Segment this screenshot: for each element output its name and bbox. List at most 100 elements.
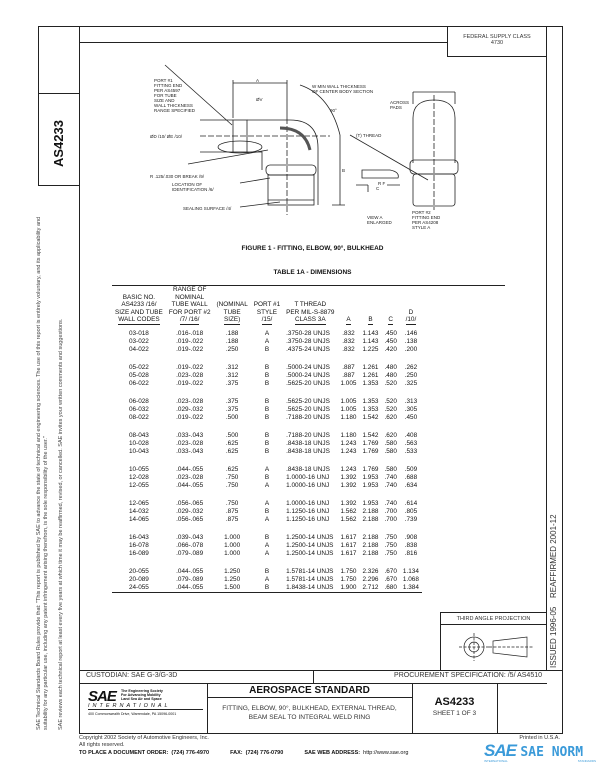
- rights-reserved: All rights reserved.: [79, 742, 125, 748]
- cell-port1-style: A: [264, 541, 270, 549]
- cell-d: .200: [404, 345, 418, 353]
- header-line: B: [368, 316, 373, 325]
- cell-c: .740: [384, 499, 397, 507]
- cell-port1-style: A: [264, 465, 270, 473]
- cell-port1-style: A: [264, 337, 270, 345]
- cell-a: 1.005: [340, 379, 357, 387]
- fsc-label: FEDERAL SUPPLY CLASS: [463, 34, 531, 40]
- table-title: TABLE 1A - DIMENSIONS: [273, 269, 352, 276]
- cell-d: .408: [404, 431, 418, 439]
- cell-d: .509: [404, 465, 418, 473]
- label-a: A: [256, 78, 259, 83]
- header-line: WALL CODES: [118, 316, 160, 325]
- cell-thread: 1.5781-14 UNJS: [286, 575, 334, 583]
- cell-nominal-tube-size: .375: [225, 397, 239, 405]
- header-line: STYLE: [256, 308, 278, 316]
- sae-logo-mark: SAE: [88, 688, 117, 705]
- cell-a: .887: [342, 371, 355, 379]
- header-line: RANGE OF: [172, 286, 207, 293]
- sae-norm-watermark: SAE SAE NORM INTERNATIONAL STANDARDS: [484, 741, 596, 763]
- header-line: A: [346, 316, 351, 325]
- cell-c: .520: [384, 397, 397, 405]
- label-location-l1: LOCATION OF: [172, 182, 202, 187]
- cell-c: .670: [384, 567, 397, 575]
- label-port1-l2: FITTING END: [154, 83, 183, 88]
- cell-basic-no: 14-065: [128, 515, 149, 523]
- cell-nominal-tube-size: .625: [225, 465, 239, 473]
- cell-tube-wall-range: .056-.065: [176, 499, 204, 507]
- cell-port1-style: B: [264, 439, 270, 447]
- label-wall-l1: W MIN WALL THICKNESS: [312, 84, 366, 89]
- cell-c: .520: [384, 405, 397, 413]
- cell-tube-wall-range: .019-.022: [176, 363, 204, 371]
- cell-b: 1.261: [362, 371, 379, 379]
- header-d: D/10/: [400, 286, 422, 326]
- cell-b: 1.353: [362, 397, 379, 405]
- reaffirmed-date: REAFFIRMED 2001-12: [549, 514, 558, 598]
- cell-b: 1.953: [362, 481, 379, 489]
- cell-b: 2.296: [362, 575, 379, 583]
- copyright: Copyright 2002 Society of Automotive Eng…: [79, 735, 209, 741]
- web-url[interactable]: http://www.sae.org: [363, 750, 409, 756]
- cell-d: .146: [404, 329, 418, 337]
- cell-d: .138: [404, 337, 418, 345]
- cell-thread: .5000-24 UNJS: [286, 363, 330, 371]
- cell-c: .580: [384, 439, 397, 447]
- label-port2-l1: PORT #2: [412, 210, 431, 215]
- cell-b: 1.542: [362, 413, 379, 421]
- cell-basic-no: 06-032: [128, 405, 149, 413]
- cell-port1-style: B: [250, 583, 284, 593]
- cell-nominal-tube-size: .375: [225, 405, 239, 413]
- cell-c: .420: [384, 345, 397, 353]
- header-line: NOMINAL: [175, 293, 205, 301]
- header-c: C: [381, 286, 399, 326]
- header-line: PORT #1: [253, 301, 281, 309]
- header-line: T THREAD: [294, 301, 327, 309]
- header-b: B: [359, 286, 381, 326]
- cell-d: .614: [404, 499, 418, 507]
- cell-thread: 1.0000-16 UNJ: [286, 473, 330, 481]
- cell-port1-style: B: [264, 397, 270, 405]
- cell-a: 1.005: [340, 397, 357, 405]
- cell-tube-wall-range: .044-.055: [176, 481, 204, 489]
- label-wall-l2: OF CENTER BODY SECTION: [312, 89, 373, 94]
- cell-thread: .8438-18 UNJS: [286, 465, 330, 473]
- cell-c: .580: [384, 447, 397, 455]
- cell-thread: 1.2500-14 UNJS: [286, 549, 334, 557]
- header-line: FOR PORT #2: [168, 308, 211, 316]
- header-line: TUBE WALL: [171, 301, 208, 309]
- label-thread: (T) THREAD: [356, 133, 382, 138]
- cell-d: .533: [404, 447, 418, 455]
- cell-c: .580: [384, 465, 397, 473]
- cell-basic-no: 03-022: [128, 337, 149, 345]
- label-view-a-l2: ENLARGED: [367, 220, 393, 225]
- cell-thread: .5625-20 UNJS: [286, 397, 330, 405]
- cell-nominal-tube-size: 1.500: [213, 583, 251, 593]
- label-c: C: [376, 186, 380, 191]
- issued-date: ISSUED 1996-05: [549, 606, 558, 668]
- label-r: R .125/.030 OR BREAK /9/: [150, 174, 205, 179]
- cell-b: 2.326: [362, 567, 379, 575]
- cell-basic-no: 12-055: [128, 481, 149, 489]
- cell-a: 1.392: [340, 481, 357, 489]
- cell-c: .670: [384, 575, 397, 583]
- cell-port1-style: B: [264, 363, 270, 371]
- cell-nominal-tube-size: .625: [225, 447, 239, 455]
- cell-d: .563: [404, 439, 418, 447]
- cell-basic-no: 06-028: [128, 397, 149, 405]
- watermark-sub-left: INTERNATIONAL: [484, 759, 508, 763]
- cell-d: .838: [404, 541, 418, 549]
